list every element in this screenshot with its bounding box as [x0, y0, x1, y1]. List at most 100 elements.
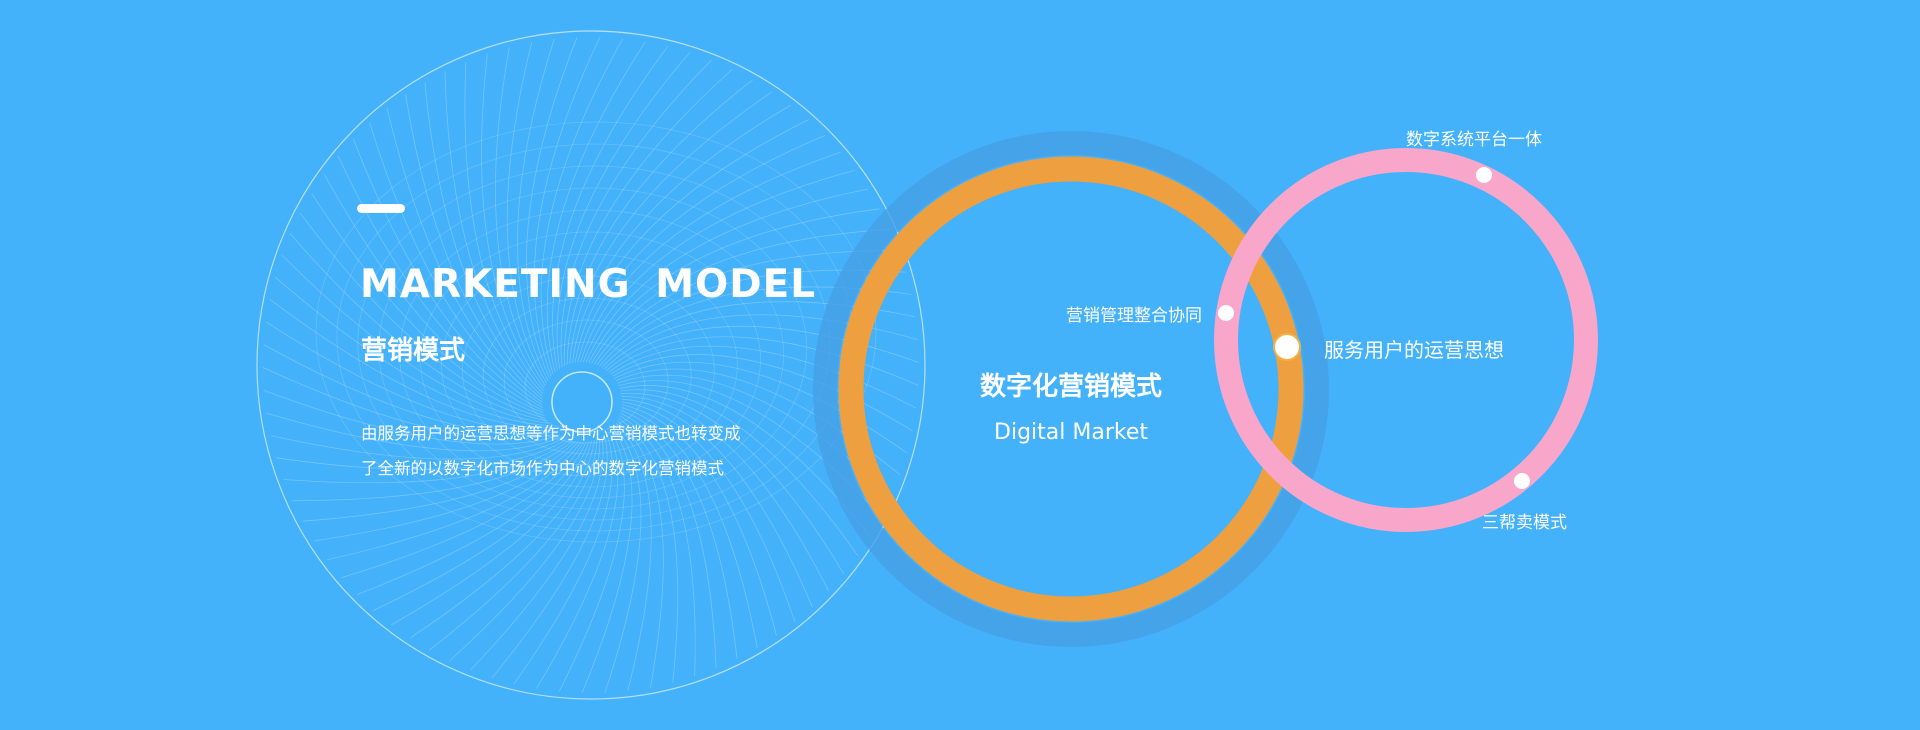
wireframe-ring: [482, 297, 692, 455]
wireframe-line: [327, 441, 581, 561]
orange-circle-subtitle: Digital Market: [994, 420, 1148, 445]
wireframe-line: [276, 438, 568, 470]
wireframe-line: [620, 412, 717, 669]
wireframe-line: [619, 385, 871, 537]
wireframe-line: [536, 431, 619, 689]
description-line-2: 了全新的以数字化市场作为中心的数字化营销模式: [361, 459, 724, 478]
wireframe-line: [352, 138, 543, 408]
wireframe-line: [618, 417, 679, 683]
wireframe-line: [608, 336, 919, 386]
point-dot-collaboration: [1218, 305, 1234, 321]
wireframe-line: [580, 151, 841, 363]
wireframe-line: [517, 38, 555, 381]
wireframe-line: [495, 47, 546, 386]
wireframe-ring: [420, 231, 761, 488]
wireframe-line: [610, 345, 917, 409]
wireframe-line: [390, 440, 593, 626]
wireframe-line: [513, 433, 613, 685]
point-label-platform: 数字系统平台一体: [1406, 130, 1542, 150]
wireframe-line: [594, 250, 899, 365]
description-line-1: 由服务用户的运营思想等作为中心营销模式也转变成: [361, 424, 741, 443]
wireframe-line: [464, 61, 544, 392]
wireframe-line: [444, 71, 544, 394]
wireframe-line: [552, 45, 669, 371]
wireframe-line: [583, 169, 855, 363]
wireframe-line: [302, 441, 576, 522]
wireframe-line: [299, 212, 546, 419]
wireframe-line: [491, 435, 608, 678]
wireframe-line: [341, 441, 584, 579]
wireframe-line: [621, 398, 813, 608]
wireframe-line: [577, 135, 826, 363]
wireframe-ring: [503, 319, 669, 444]
wireframe-line: [356, 441, 587, 596]
wireframe-line: [540, 38, 624, 375]
intersection-dot: [1273, 333, 1301, 361]
title-accent-bar: [357, 204, 405, 213]
wireframe-line: [263, 344, 556, 435]
wireframe-line: [369, 122, 543, 406]
wireframe-ring: [378, 187, 808, 510]
wireframe-line: [409, 439, 595, 639]
point-label-three-help: 三帮卖模式: [1482, 513, 1567, 533]
wireframe-ring: [461, 275, 715, 466]
wireframe-line: [566, 79, 754, 365]
section-subtitle: 营销模式: [361, 336, 466, 366]
wireframe-line: [621, 404, 777, 636]
wireframe-line: [424, 82, 543, 397]
wireframe-line: [581, 427, 633, 694]
wireframe-line: [556, 52, 691, 369]
wireframe-line: [265, 321, 554, 431]
wireframe-line: [621, 407, 758, 648]
wireframe-line: [621, 392, 845, 575]
wireframe-line: [620, 409, 738, 659]
orange-circle-title: 数字化营销模式: [979, 372, 1162, 402]
wireframe-line: [563, 68, 733, 367]
wireframe-line: [617, 420, 664, 688]
wireframe-line: [274, 276, 550, 426]
wireframe-line: [526, 37, 578, 379]
wireframe-line: [588, 208, 880, 363]
wireframe-line: [311, 193, 545, 417]
wireframe-line: [283, 439, 570, 484]
wireframe-line: [620, 389, 859, 557]
wireframe-line: [604, 425, 642, 693]
wireframe-line: [591, 228, 890, 364]
wireframe-line: [546, 41, 646, 373]
wireframe-line: [470, 436, 604, 671]
wireframe-line: [621, 396, 830, 592]
wireframe-line: [621, 401, 796, 623]
wireframe-line: [571, 104, 792, 364]
orange-ring-halo: [813, 131, 1329, 647]
point-label-collaboration: 营销管理整合协同: [1066, 306, 1202, 326]
wireframe-line: [533, 36, 601, 377]
pink-ring: [1214, 148, 1598, 532]
wireframe-ring: [441, 253, 738, 477]
globe-center-hole: [551, 371, 613, 433]
wireframe-line: [262, 367, 558, 439]
pink-circle-title: 服务用户的运营思想: [1324, 338, 1504, 362]
wireframe-line: [585, 188, 868, 363]
wireframe-line: [290, 233, 547, 422]
wireframe-line: [386, 107, 543, 403]
wireframe-line: [574, 119, 809, 363]
wireframe-line: [506, 42, 548, 384]
wireframe-line: [615, 422, 652, 692]
wireframe-ring: [315, 121, 877, 543]
wireframe-line: [292, 440, 573, 502]
wireframe-line: [558, 429, 625, 692]
wireframe-line: [281, 254, 549, 424]
wireframe-line: [560, 59, 712, 368]
section-title: MARKETING MODEL: [360, 262, 817, 307]
wireframe-line: [323, 174, 544, 414]
orange-ring: [838, 156, 1304, 622]
wireframe-line: [569, 91, 773, 364]
wireframe-line: [481, 53, 545, 389]
wireframe-line: [619, 415, 696, 677]
wireframe-ring: [399, 209, 784, 499]
wireframe-line: [269, 298, 552, 429]
wireframe-globe-graphic: [262, 36, 920, 694]
point-dot-three-help: [1514, 473, 1530, 489]
wireframe-globe-outline: [256, 30, 926, 700]
